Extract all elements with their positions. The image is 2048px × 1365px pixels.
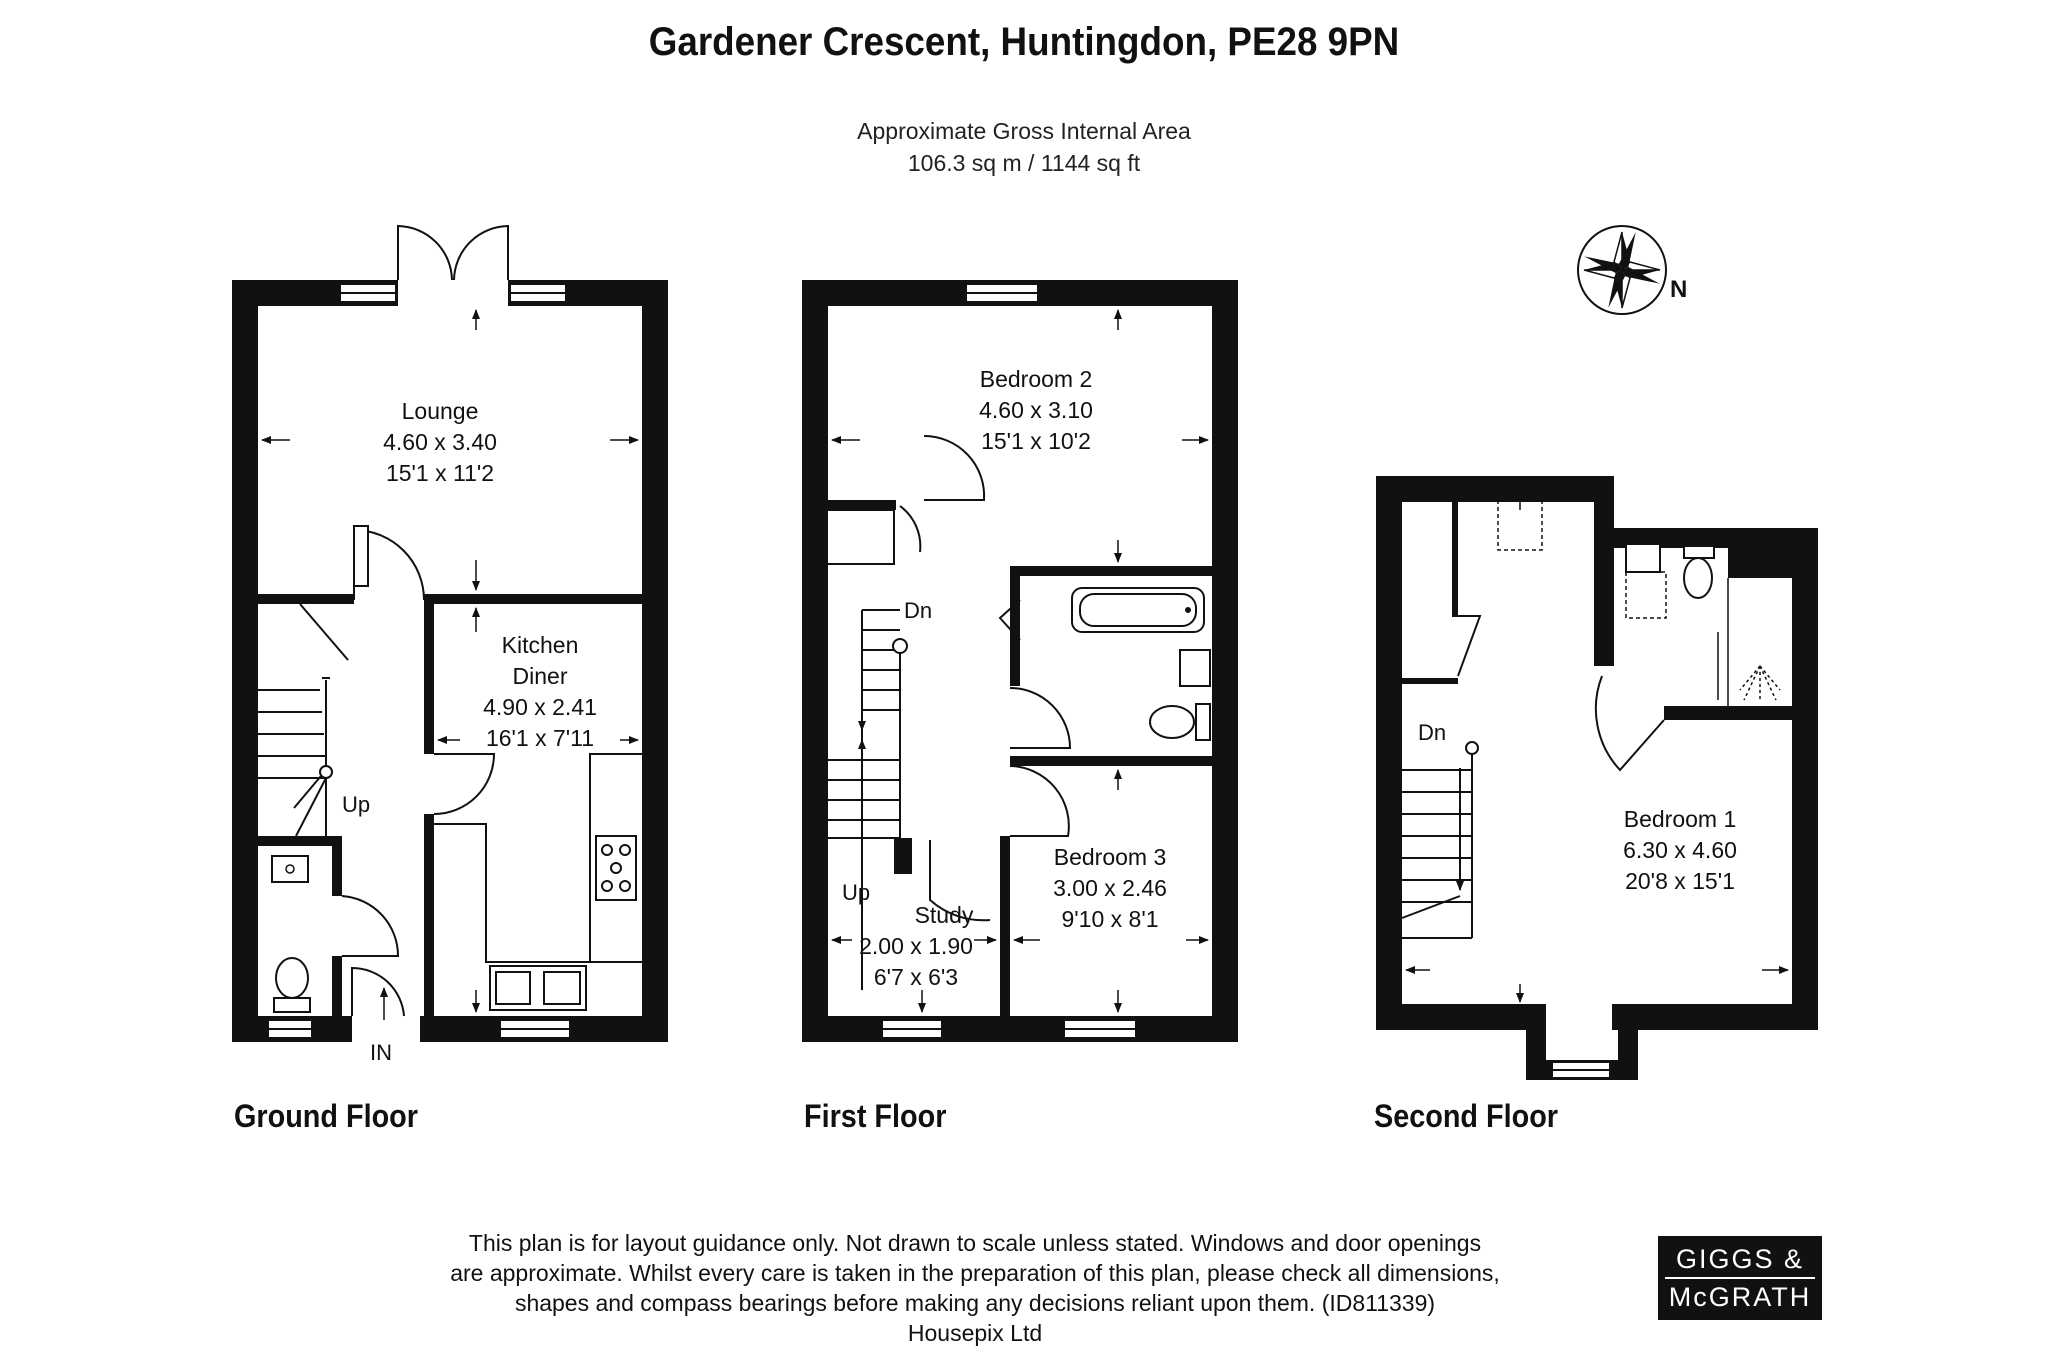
disclaimer-line-4: Housepix Ltd	[907, 1320, 1043, 1346]
ground-right-wall	[642, 280, 668, 1042]
wc-toilet	[275, 957, 309, 999]
bathroom-basin	[1179, 649, 1211, 687]
disclaimer-line-2: are approximate. Whilst every care is ta…	[450, 1260, 1500, 1286]
ground-left-wall	[232, 280, 258, 1042]
bedroom1-metric: 6.30 x 4.60	[1623, 837, 1737, 863]
kitchen-label: Kitchen Diner 4.90 x 2.41 16'1 x 7'11	[440, 630, 640, 754]
first-dimension-arrows	[831, 309, 1209, 1013]
french-door-right	[453, 224, 509, 281]
lounge-imperial: 15'1 x 11'2	[385, 460, 495, 486]
bedroom1-imperial: 20'8 x 15'1	[1625, 868, 1735, 894]
bedroom2-metric: 4.60 x 3.10	[979, 397, 1093, 423]
first-floor-label: First Floor	[804, 1098, 947, 1134]
ground-floor-label: Ground Floor	[234, 1098, 418, 1134]
disclaimer: This plan is for layout guidance only. N…	[380, 1228, 1570, 1348]
kitchen-name-2: Diner	[512, 663, 568, 689]
ground-stairs-up-label: Up	[342, 792, 371, 817]
disclaimer-line-1: This plan is for layout guidance only. N…	[468, 1230, 1482, 1256]
study-imperial: 6'7 x 6'3	[873, 964, 959, 990]
area-label: Approximate Gross Internal Area	[857, 118, 1191, 144]
bathtub	[1071, 587, 1205, 633]
bedroom1-name: Bedroom 1	[1623, 806, 1737, 832]
second-dimension-arrows	[1405, 489, 1789, 1003]
kitchen-imperial: 16'1 x 7'11	[485, 725, 595, 751]
ground-dimension-arrows	[261, 309, 639, 1020]
entrance-door[interactable]	[351, 966, 405, 1017]
lounge-metric: 4.60 x 3.40	[383, 429, 497, 455]
agency-logo: GIGGS & McGRATH	[1658, 1236, 1822, 1320]
ensuite-basin	[1625, 543, 1661, 573]
logo-line-1: GIGGS &	[1665, 1241, 1815, 1279]
ground-stairs	[258, 603, 349, 837]
study-label: Study 2.00 x 1.90 6'7 x 6'3	[816, 900, 1016, 993]
compass-icon	[1577, 225, 1667, 315]
logo-line-2: McGRATH	[1668, 1282, 1812, 1312]
french-door-left	[397, 224, 453, 281]
kitchen-units	[434, 753, 642, 1011]
wc-basin	[271, 855, 309, 883]
study-metric: 2.00 x 1.90	[859, 933, 973, 959]
second-floor-label: Second Floor	[1374, 1098, 1559, 1134]
first-stairs-up-label: Up	[842, 880, 871, 905]
bedroom2-label: Bedroom 2 4.60 x 3.10 15'1 x 10'2	[936, 364, 1136, 457]
bedroom3-label: Bedroom 3 3.00 x 2.46 9'10 x 8'1	[1010, 842, 1210, 935]
compass-north-label: N	[1670, 276, 1688, 303]
area-value: 106.3 sq m / 1144 sq ft	[907, 150, 1141, 176]
ensuite-shower	[1717, 578, 1781, 706]
entrance-label: IN	[370, 1040, 392, 1065]
bedroom3-name: Bedroom 3	[1053, 844, 1167, 870]
disclaimer-line-3: shapes and compass bearings before makin…	[514, 1290, 1436, 1316]
bedroom1-label: Bedroom 1 6.30 x 4.60 20'8 x 15'1	[1580, 804, 1780, 897]
first-stairs-down-label: Dn	[904, 598, 933, 623]
first-floor-plan	[802, 280, 1238, 1042]
first-floor-stairs	[825, 509, 901, 990]
second-floor-stairs	[1401, 750, 1473, 939]
kitchen-metric: 4.90 x 2.41	[483, 694, 597, 720]
bedroom3-metric: 3.00 x 2.46	[1053, 875, 1167, 901]
study-name: Study	[914, 902, 974, 928]
lounge-name: Lounge	[401, 398, 479, 424]
bedroom3-imperial: 9'10 x 8'1	[1061, 906, 1159, 932]
bedroom2-name: Bedroom 2	[979, 366, 1093, 392]
page-title: Gardener Crescent, Huntingdon, PE28 9PN	[648, 20, 1400, 64]
kitchen-name-1: Kitchen	[501, 632, 579, 658]
second-stairs-down-label: Dn	[1418, 720, 1447, 745]
lounge-label: Lounge 4.60 x 3.40 15'1 x 11'2	[340, 396, 540, 489]
bathroom-toilet	[1149, 705, 1195, 739]
ensuite-toilet	[1683, 557, 1713, 599]
bedroom2-imperial: 15'1 x 10'2	[981, 428, 1091, 454]
ground-floor-plan	[232, 224, 668, 1042]
second-floor-plan	[1376, 476, 1818, 1080]
